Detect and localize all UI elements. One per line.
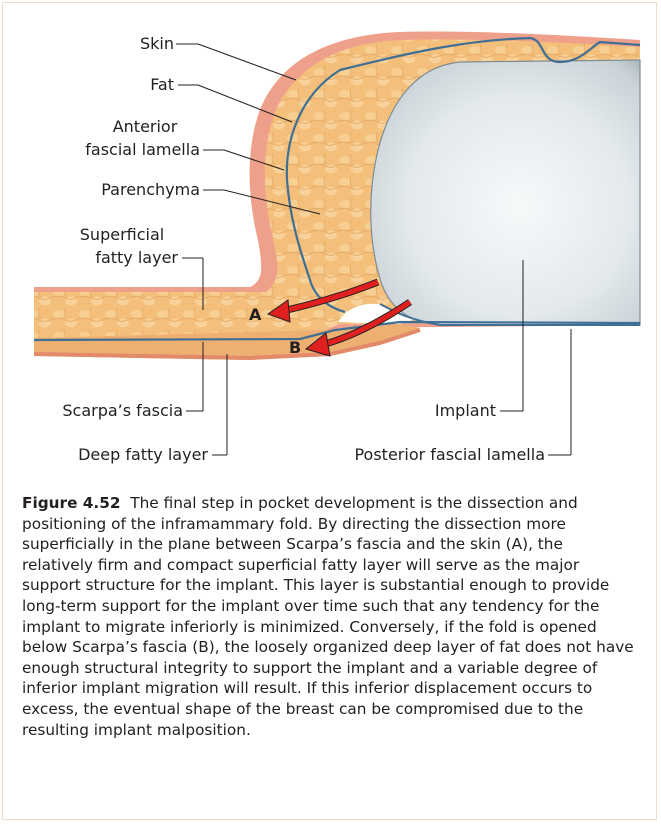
label-posterior-fascial-lamella: Posterior fascial lamella <box>320 445 545 465</box>
label-fat: Fat <box>136 75 174 95</box>
label-implant: Implant <box>410 401 496 421</box>
label-anterior-line2: fascial lamella <box>60 140 200 160</box>
caption-text: The final step in pocket development is … <box>22 494 634 739</box>
figure-caption: Figure 4.52 The final step in pocket dev… <box>22 493 638 740</box>
label-anterior-line1: Anterior <box>90 117 200 137</box>
label-arrow-b: B <box>289 338 301 357</box>
figure-number: Figure 4.52 <box>22 494 121 512</box>
label-scarpas-fascia: Scarpa’s fascia <box>30 401 183 421</box>
label-deep-fatty-layer: Deep fatty layer <box>40 445 208 465</box>
implant-shape <box>371 60 640 325</box>
label-arrow-a: A <box>249 305 261 324</box>
label-parenchyma: Parenchyma <box>80 180 200 200</box>
label-skin: Skin <box>126 34 174 54</box>
label-superficial-line1: Superficial <box>66 225 178 245</box>
label-superficial-line2: fatty layer <box>66 248 178 268</box>
